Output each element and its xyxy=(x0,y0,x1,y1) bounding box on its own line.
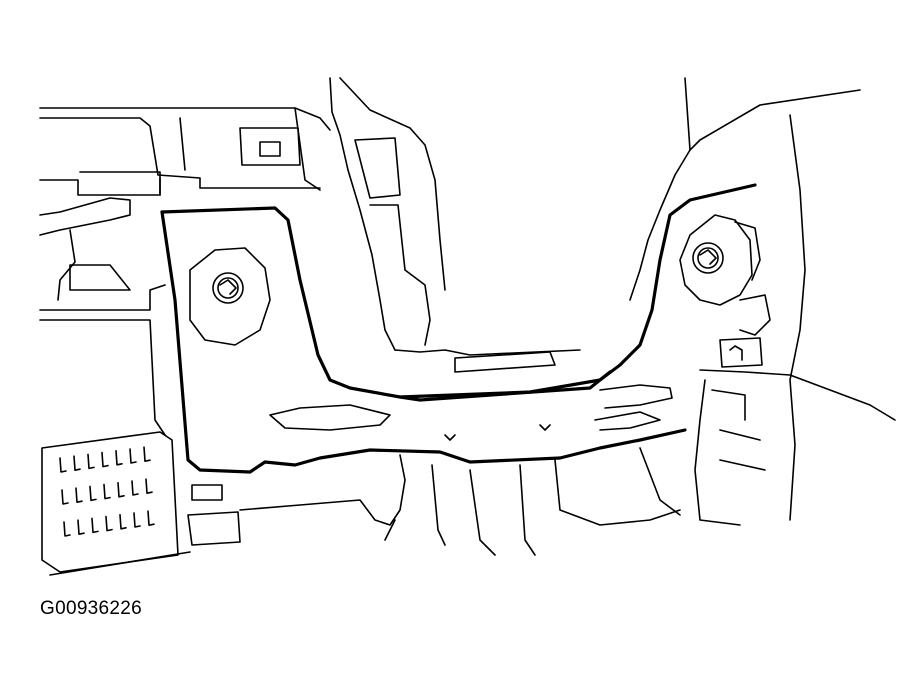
grille-slot xyxy=(101,451,109,468)
grille-slot xyxy=(129,448,137,464)
grille-slot xyxy=(147,510,155,526)
right-clip xyxy=(694,294,896,526)
grille-slot xyxy=(75,487,83,503)
grille-slot xyxy=(59,457,67,473)
grille-slot xyxy=(63,521,71,537)
left-bolt xyxy=(189,247,271,346)
left-connector-area xyxy=(39,171,166,436)
right-upper-panel xyxy=(629,77,861,521)
grille-slot xyxy=(117,482,125,498)
grille-slot xyxy=(115,450,123,466)
grille-slot xyxy=(87,453,95,470)
grille-slot xyxy=(91,517,99,534)
lower-connectors xyxy=(187,447,681,556)
grille-slots xyxy=(59,446,155,537)
lower-left-grille xyxy=(41,431,191,576)
grille-slot xyxy=(89,485,97,502)
right-bolt xyxy=(692,242,724,274)
grille-slot xyxy=(119,514,127,530)
dashboard-upper-left xyxy=(39,107,331,191)
bracket-details xyxy=(269,351,673,441)
main-bracket xyxy=(160,183,757,474)
grille-slot xyxy=(105,515,113,532)
grille-slot xyxy=(145,478,153,494)
figure-code-label: G00936226 xyxy=(40,598,143,619)
right-bracket-ear xyxy=(679,214,761,306)
grille-slot xyxy=(77,519,85,535)
grille-slot xyxy=(131,480,139,496)
grille-slot xyxy=(143,446,151,462)
grille-slot xyxy=(103,483,111,500)
grille-slot xyxy=(73,455,81,471)
center-column xyxy=(329,77,581,356)
grille-slot xyxy=(133,512,141,528)
grille-slot xyxy=(61,489,69,505)
